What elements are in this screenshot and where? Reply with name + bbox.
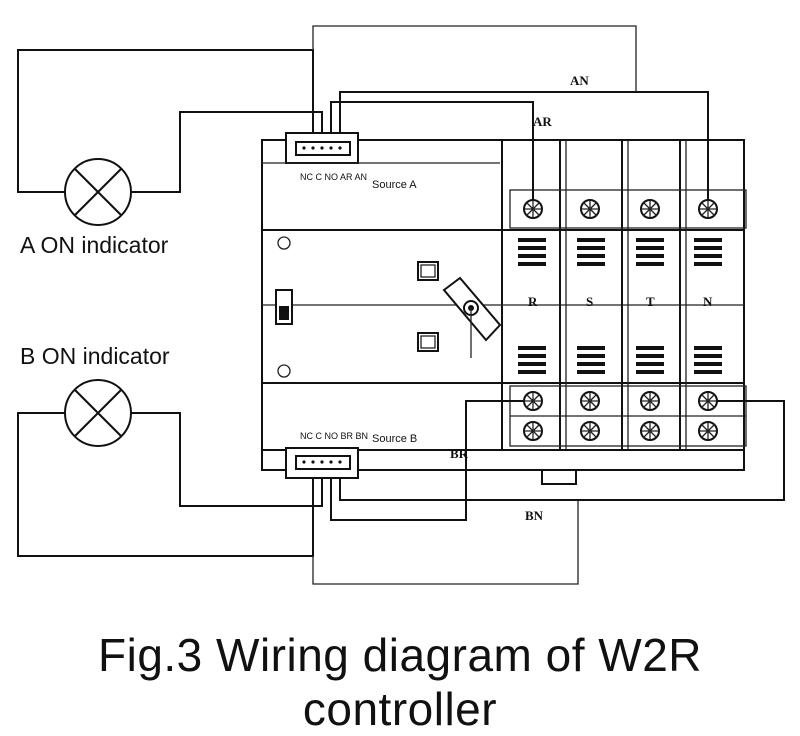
a-on-indicator-label: A ON indicator	[20, 232, 169, 258]
terminal-screw	[698, 391, 718, 411]
pole-label-r: R	[528, 294, 538, 309]
status-window-a	[417, 261, 439, 281]
source-b-terminal-labels: NC C NO BR BN	[300, 431, 368, 441]
terminal-screw	[580, 199, 600, 219]
b-on-indicator-lamp	[64, 379, 132, 447]
pole-label-t: T	[646, 294, 655, 309]
terminal-screw	[640, 391, 660, 411]
wiring-an	[312, 25, 709, 200]
terminal-screw	[698, 421, 718, 441]
controller-body	[261, 139, 745, 485]
terminal-screw	[523, 421, 543, 441]
upper-vent-slots	[518, 238, 722, 266]
top-terminal-row	[509, 189, 747, 229]
terminal-screw	[523, 199, 543, 219]
source-b-terminal-block: NC C NO BR BN Source B	[285, 431, 417, 479]
wiring-bn	[312, 400, 785, 585]
manual-handle[interactable]	[442, 276, 502, 358]
terminal-screw	[640, 421, 660, 441]
screw-hole	[277, 364, 291, 378]
a-on-indicator-lamp	[64, 158, 132, 226]
lower-vent-slots	[518, 346, 722, 374]
terminal-screw	[698, 199, 718, 219]
wire-label-bn: BN	[525, 508, 544, 523]
wire-label-br: BR	[450, 446, 469, 461]
source-b-label: Source B	[372, 433, 417, 445]
wiring-br	[330, 400, 524, 521]
control-panel	[275, 236, 502, 378]
status-window-b	[417, 332, 439, 352]
source-a-label: Source A	[372, 179, 417, 191]
pole-label-s: S	[586, 294, 593, 309]
terminal-screw	[580, 421, 600, 441]
figure-caption: Fig.3 Wiring diagram of W2R controller	[98, 629, 702, 735]
bottom-terminal-rows	[509, 385, 747, 447]
terminal-screw	[523, 391, 543, 411]
pole-labels: R S T N	[528, 294, 713, 309]
b-on-indicator-label: B ON indicator	[20, 343, 170, 369]
wiring-a-indicator	[17, 49, 323, 193]
terminal-screw	[580, 391, 600, 411]
wiring-b-indicator	[17, 412, 323, 557]
screw-hole	[277, 236, 291, 250]
source-a-terminal-labels: NC C NO AR AN	[300, 172, 367, 182]
wiring-ar	[330, 101, 534, 200]
terminal-screw	[640, 199, 660, 219]
pole-label-n: N	[703, 294, 713, 309]
wiring-diagram: R S T N	[17, 25, 785, 585]
wire-label-an: AN	[570, 73, 589, 88]
mode-switch-knob	[279, 306, 289, 320]
source-a-terminal-block: NC C NO AR AN Source A	[262, 132, 500, 191]
wire-label-ar: AR	[533, 114, 552, 129]
